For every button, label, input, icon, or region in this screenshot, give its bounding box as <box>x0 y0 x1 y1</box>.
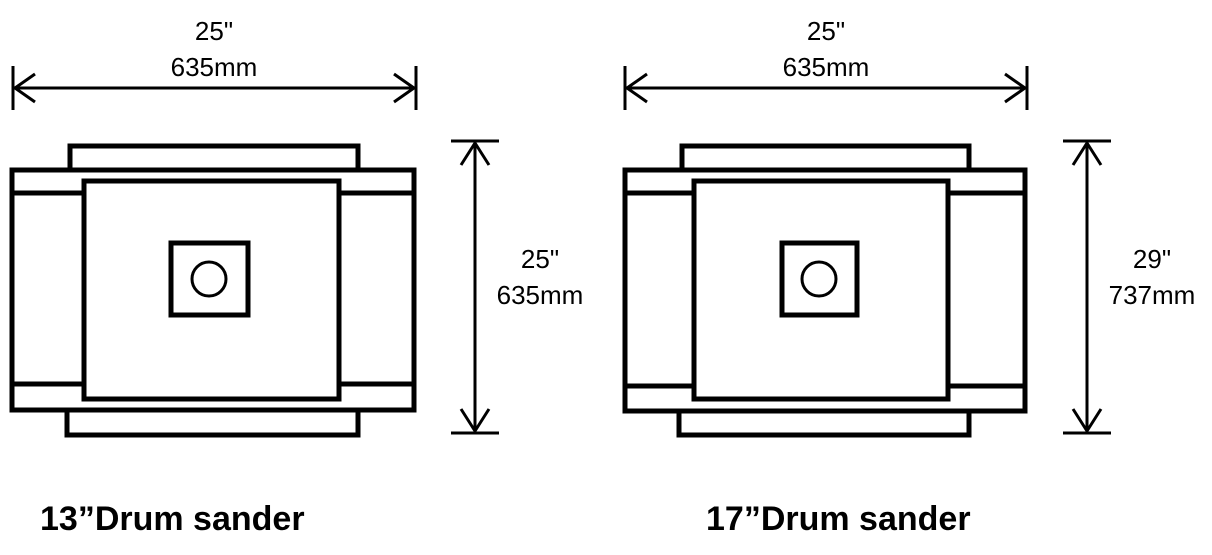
arrowhead-left-13 <box>12 72 36 104</box>
base-outline-13 <box>9 167 417 413</box>
depth-mm-label-17: 737mm <box>1109 280 1196 310</box>
dust-port-square-17 <box>779 240 860 318</box>
width-inch-label-13: 25" <box>195 16 233 46</box>
caption-17-drum-sander: 17”Drum sander <box>706 500 971 538</box>
arrowhead-right-17 <box>1004 72 1028 104</box>
width-mm-label-13: 635mm <box>171 52 258 82</box>
machine-top-view-13 <box>9 143 417 438</box>
drum-sander-17-drawing: 25" 635mm 29" <box>622 16 1196 538</box>
center-housing-13 <box>81 178 342 402</box>
top-flange-17 <box>679 143 972 173</box>
base-outline-17 <box>622 167 1028 414</box>
depth-dimension-17: 29" 737mm <box>1063 139 1196 435</box>
bottom-flange-17 <box>676 408 972 438</box>
center-housing-17 <box>691 178 951 402</box>
depth-inch-label-17: 29" <box>1133 244 1171 274</box>
width-mm-label-17: 635mm <box>783 52 870 82</box>
depth-inch-label-13: 25" <box>521 244 559 274</box>
width-dimension-13: 25" 635mm <box>11 16 418 110</box>
dust-port-square-13 <box>168 240 251 318</box>
drum-sander-13-drawing: 25" 635mm 25" <box>9 16 584 538</box>
dust-port-circle-17 <box>800 260 838 298</box>
width-inch-label-17: 25" <box>807 16 845 46</box>
machine-top-view-17 <box>622 143 1028 438</box>
arrowhead-right-13 <box>393 72 417 104</box>
depth-dimension-13: 25" 635mm <box>451 139 584 435</box>
arrowhead-top-13 <box>459 140 491 166</box>
width-dimension-17: 25" 635mm <box>623 16 1029 110</box>
arrowhead-bottom-13 <box>459 408 491 434</box>
top-flange-13 <box>67 143 361 173</box>
depth-mm-label-13: 635mm <box>497 280 584 310</box>
arrowhead-left-17 <box>624 72 648 104</box>
arrowhead-top-17 <box>1071 140 1103 166</box>
dust-port-circle-13 <box>190 260 228 298</box>
caption-13-drum-sander: 13”Drum sander <box>40 500 305 538</box>
arrowhead-bottom-17 <box>1071 408 1103 434</box>
bottom-flange-13 <box>64 407 361 438</box>
